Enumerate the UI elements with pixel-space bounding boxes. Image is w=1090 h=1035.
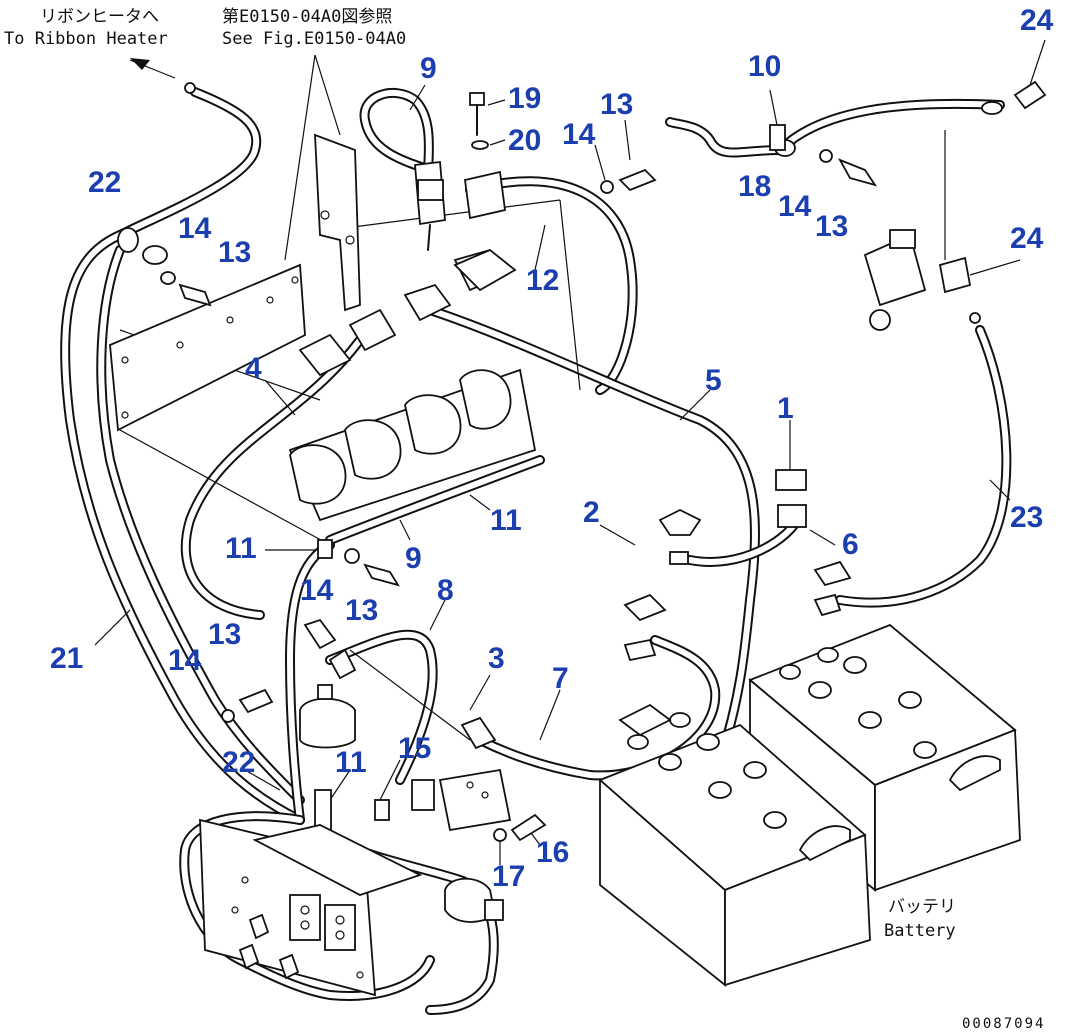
callout-13-mid: 13 [345,594,378,627]
callout-14-left: 14 [178,212,212,245]
figure-code: 00087094 [962,1016,1045,1032]
see-figure-note-jp: 第E0150-04A0図参照 [222,7,392,27]
callout-18: 18 [738,170,771,203]
lower-panel [199,618,512,997]
callout-3: 3 [488,642,505,675]
callout-6: 6 [842,528,859,561]
callout-13-top: 13 [600,88,633,121]
callout-22-top: 22 [88,166,121,199]
callout-8: 8 [437,574,454,607]
callout-17: 17 [492,860,525,893]
ribbon-heater-note-jp: リボンヒータへ [40,7,159,27]
callout-9-mid: 9 [405,542,422,575]
callout-12: 12 [526,264,559,297]
callout-4: 4 [245,352,262,385]
battery-label-jp: バッテリ [888,897,956,917]
callout-16: 16 [536,836,569,869]
callout-1: 1 [777,392,794,425]
ribbon-heater-note-en: To Ribbon Heater [4,29,168,49]
right-parts [623,80,1047,662]
callout-11-left: 11 [225,532,257,565]
callout-24-top: 24 [1020,4,1054,37]
callout-13-left: 13 [218,236,251,269]
callout-14-right: 14 [778,190,812,223]
notes: リボンヒータへ To Ribbon Heater 第E0150-04A0図参照 … [4,7,1045,1032]
callout-15: 15 [398,732,431,765]
bracket-plates [109,133,506,432]
callout-10: 10 [748,50,781,83]
callouts: 24 10 9 19 13 20 14 22 14 13 18 14 13 24… [50,4,1054,893]
see-figure-note-en: See Fig.E0150-04A0 [222,29,406,49]
callout-14-lower: 14 [168,644,202,677]
callout-9-top: 9 [420,52,437,85]
battery-label-en: Battery [884,921,956,941]
callout-2: 2 [583,496,600,529]
callout-22-lower: 22 [222,746,255,779]
callout-14-mid: 14 [300,574,334,607]
callout-11-lower: 11 [335,746,367,779]
callout-21: 21 [50,642,83,675]
callout-14-top: 14 [562,118,596,151]
callout-23: 23 [1010,501,1043,534]
relay-block [288,160,537,522]
callout-20: 20 [508,124,541,157]
callout-24-right: 24 [1010,222,1044,255]
callout-7: 7 [552,662,569,695]
batteries [598,623,1021,987]
callout-19: 19 [508,82,541,115]
callout-5: 5 [705,364,722,397]
callout-13-right: 13 [815,210,848,243]
callout-13-lower: 13 [208,618,241,651]
callout-11-mid: 11 [490,504,522,537]
fasteners [117,82,878,842]
